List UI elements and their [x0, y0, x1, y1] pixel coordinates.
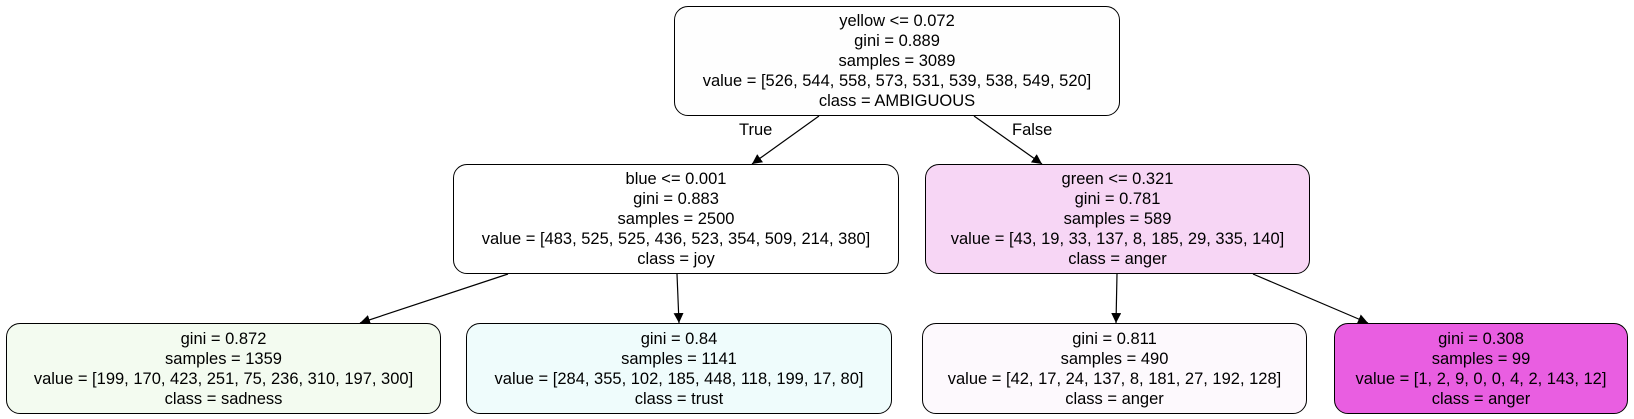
- node-text-line: gini = 0.308: [1438, 329, 1524, 348]
- node-text-line: class = anger: [1065, 389, 1164, 408]
- edge-right-to-right-left: [1111, 273, 1122, 324]
- edge-left-to-left-left: [359, 273, 509, 325]
- node-text-line: class = anger: [1431, 389, 1531, 408]
- node-text-line: gini = 0.781: [1074, 190, 1161, 208]
- node-text-line: yellow <= 0.072: [839, 12, 955, 30]
- edge-left-to-left-right: [673, 273, 684, 324]
- node-text-line: samples = 1141: [621, 349, 737, 368]
- node-text-line: value = [199, 170, 423, 251, 75, 236, 31…: [33, 369, 414, 388]
- node-text-line: samples = 1359: [165, 349, 282, 368]
- node-text-line: class = anger: [1068, 250, 1167, 268]
- tree-node-left: blue <= 0.001 gini = 0.883 samples = 2500 v…: [453, 164, 899, 274]
- node-text-line: green <= 0.321: [1061, 170, 1174, 188]
- node-text-line: value = [526, 544, 558, 573, 531, 539, 5…: [702, 72, 1092, 90]
- node-text-line: class = trust: [634, 389, 724, 408]
- edge-root-to-left: [751, 115, 820, 165]
- node-text-line: gini = 0.84: [640, 329, 718, 348]
- node-text-line: value = [42, 17, 24, 137, 8, 181, 27, 19…: [947, 369, 1282, 388]
- node-text-line: samples = 99: [1431, 349, 1531, 368]
- node-text-line: class = AMBIGUOUS: [818, 92, 976, 110]
- edge-right-to-right-right: [1252, 273, 1369, 324]
- node-text-line: gini = 0.883: [633, 190, 719, 208]
- edge-root-to-right: [973, 115, 1043, 165]
- node-text-line: value = [1, 2, 9, 0, 0, 4, 2, 143, 12]: [1355, 369, 1607, 388]
- node-text-line: class = joy: [637, 250, 715, 268]
- edge-label-true: True: [739, 121, 773, 139]
- node-text-line: value = [43, 19, 33, 137, 8, 185, 29, 33…: [950, 230, 1285, 248]
- node-text-line: gini = 0.889: [854, 32, 940, 50]
- node-text-line: gini = 0.811: [1072, 329, 1157, 348]
- node-text-line: blue <= 0.001: [625, 170, 727, 188]
- node-text-line: samples = 2500: [617, 210, 735, 228]
- node-text-line: value = [284, 355, 102, 185, 448, 118, 1…: [494, 369, 864, 388]
- edge-label-false: False: [1012, 121, 1053, 139]
- tree-node-root: yellow <= 0.072 gini = 0.889 samples = 308…: [674, 6, 1120, 116]
- node-text-line: samples = 3089: [838, 52, 956, 70]
- node-text-line: class = sadness: [164, 389, 283, 408]
- node-text-line: gini = 0.872: [180, 329, 267, 348]
- tree-node-right: green <= 0.321 gini = 0.781 samples = 589 v…: [925, 164, 1310, 274]
- node-text-line: samples = 589: [1063, 210, 1172, 228]
- node-text-line: value = [483, 525, 525, 436, 523, 354, 5…: [481, 230, 871, 248]
- node-text-line: samples = 490: [1060, 349, 1169, 368]
